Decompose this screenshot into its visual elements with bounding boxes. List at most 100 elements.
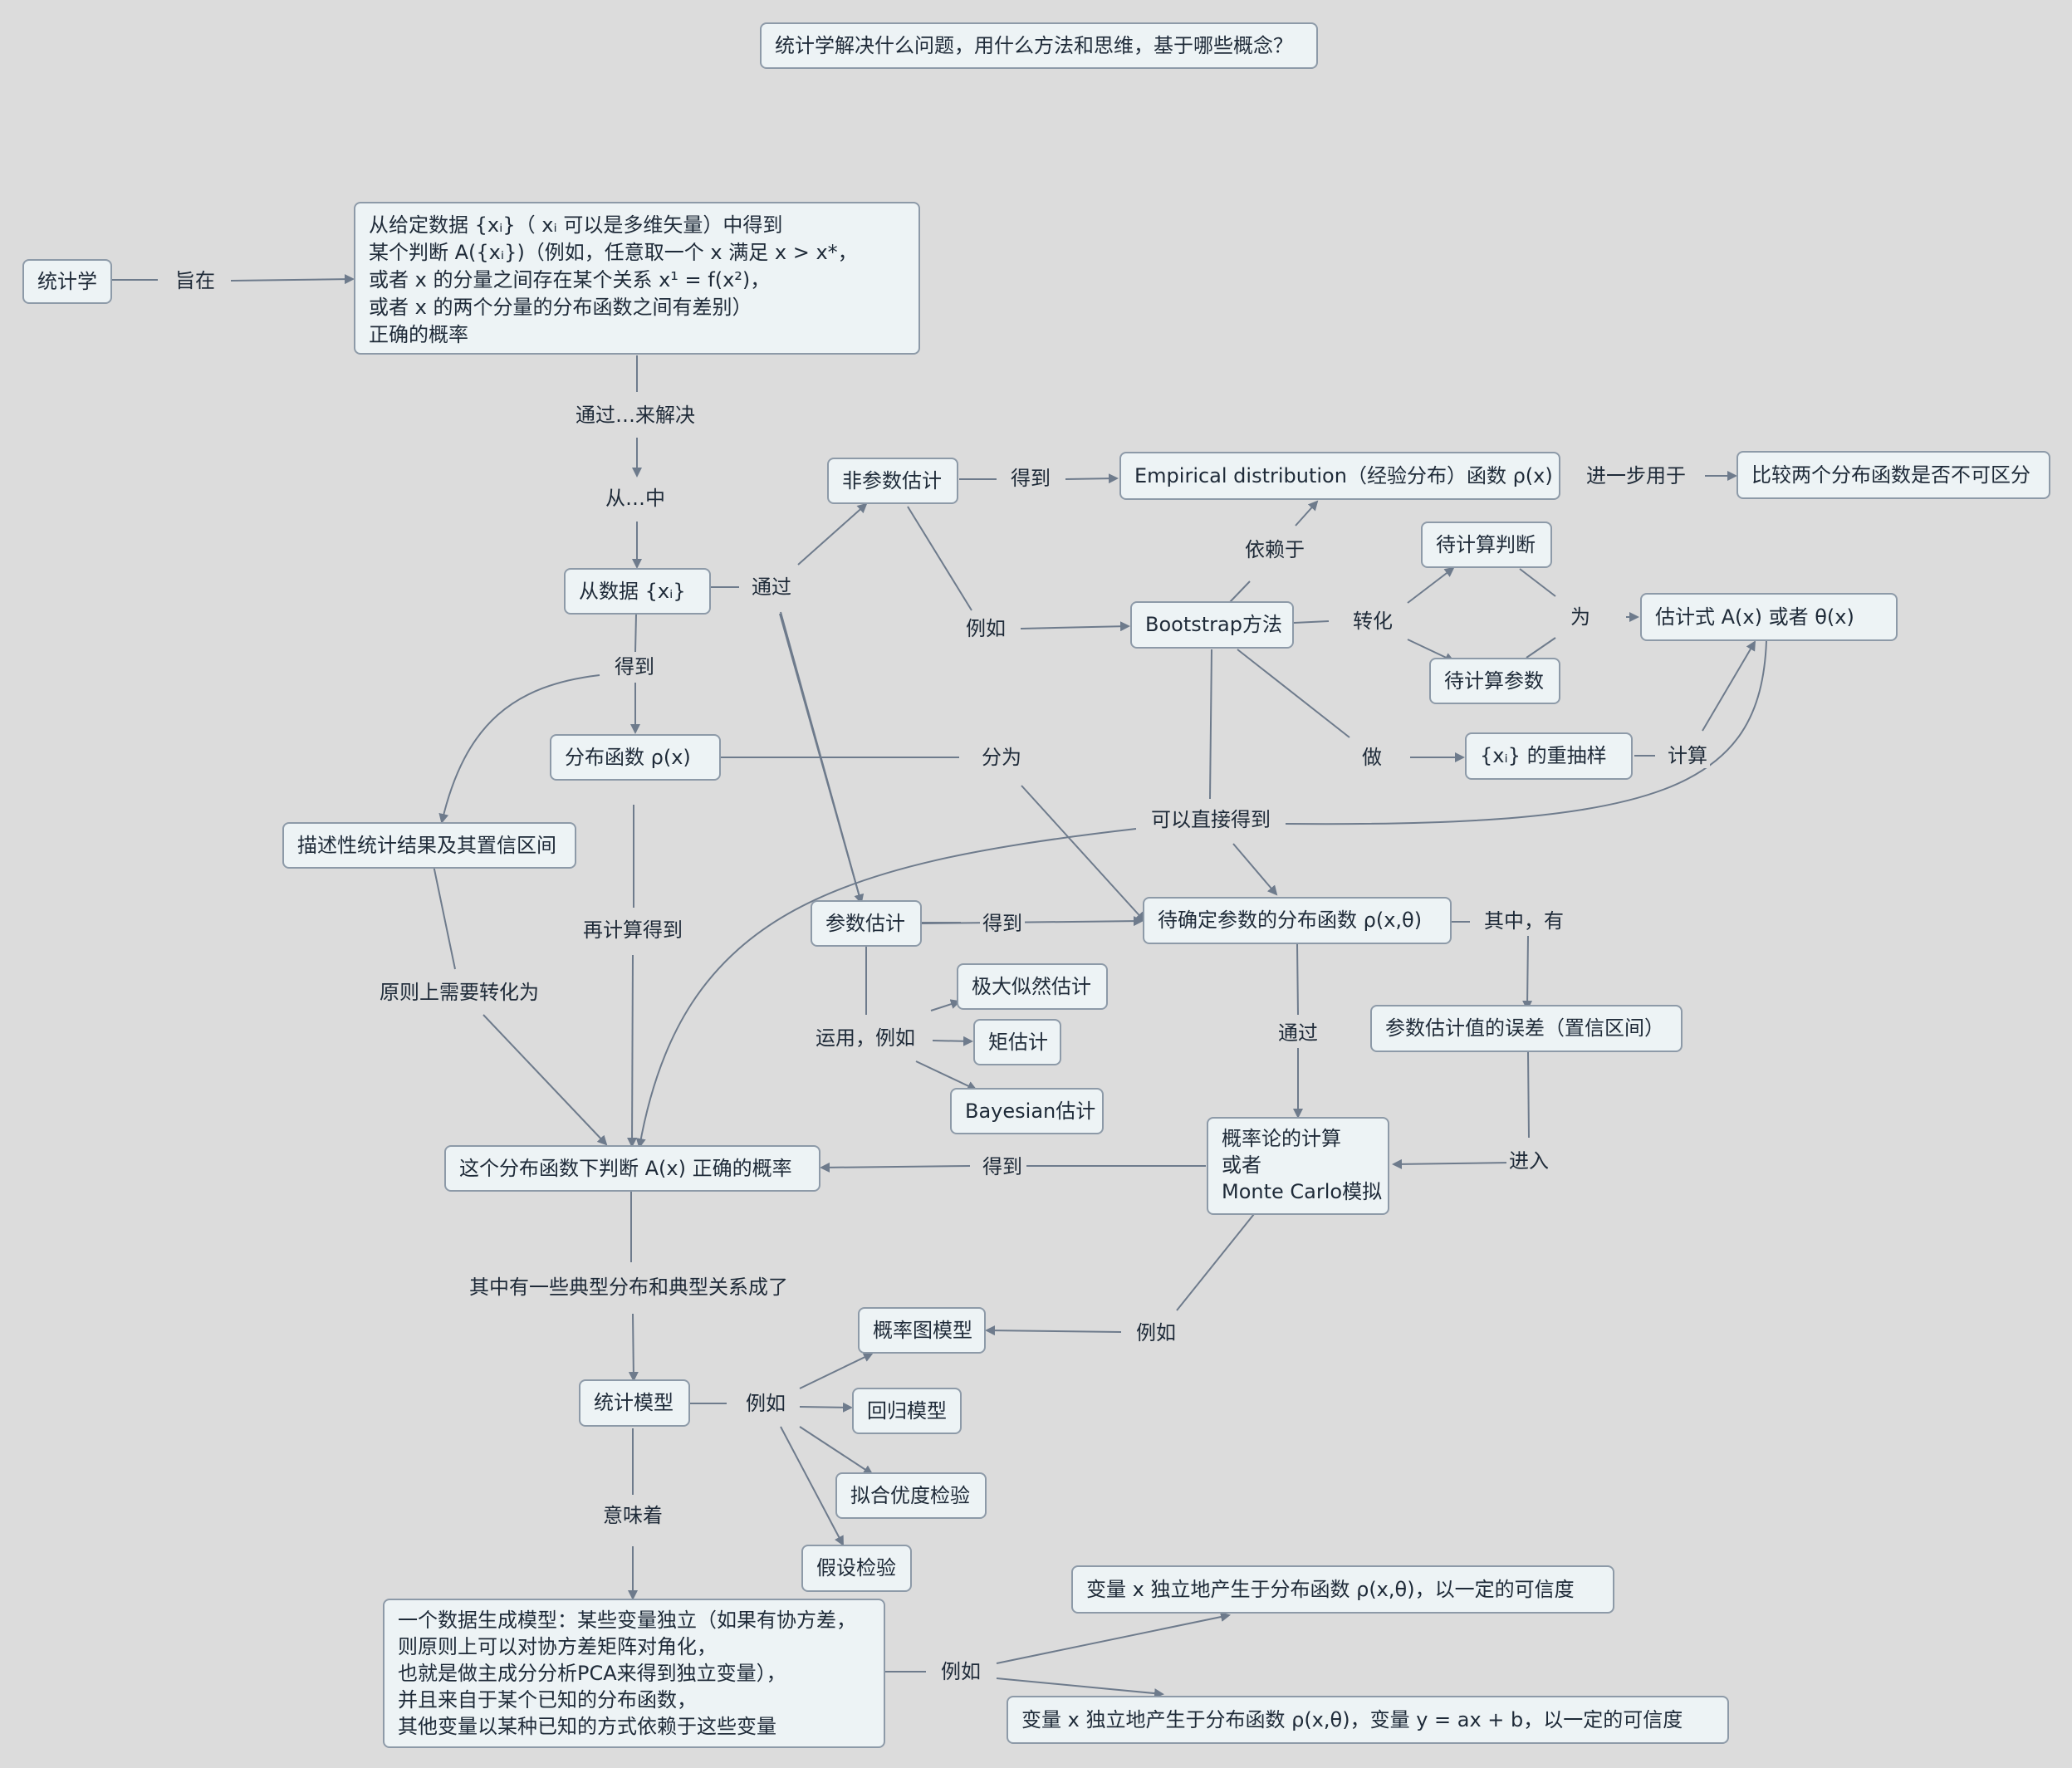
goal-line: 某个判断 A({xᵢ})（例如，任意取一个 x 满足 x > x*， [369, 241, 858, 264]
edge-arrow [915, 1060, 977, 1091]
edge-arrow [799, 1352, 874, 1389]
node-nonparametric: 非参数估计 [827, 458, 958, 504]
node-stat-model: 统计模型 [579, 1379, 690, 1427]
goal-line: 正确的概率 [369, 323, 468, 346]
edge-label-via2: 通过 [1276, 1021, 1320, 1046]
node-bayesian: Bayesian估计 [950, 1088, 1104, 1134]
node-empirical: Empirical distribution（经验分布）函数 ρ(x) [1119, 452, 1560, 500]
edge [634, 614, 637, 653]
edge [1519, 568, 1556, 597]
edge-label-as: 为 [1568, 605, 1593, 629]
node-probability-calc: 概率论的计算 或者 Monte Carlo模拟 [1207, 1117, 1389, 1215]
node-distribution: 分布函数 ρ(x) [550, 734, 721, 781]
edge-label-further: 进一步用于 [1584, 463, 1688, 488]
edge-arrow [1407, 639, 1455, 663]
edge-label-recompute: 再计算得到 [580, 918, 685, 943]
node-goodness: 拟合优度检验 [835, 1472, 987, 1519]
edge-label-example3: 例如 [743, 1391, 788, 1416]
node-generative: 一个数据生成模型：某些变量独立（如果有协方差， 则原则上可以对协方差矩阵对角化，… [383, 1599, 885, 1748]
diagram-title: 统计学解决什么问题，用什么方法和思维，基于哪些概念？ [760, 22, 1318, 69]
edge-arrow [627, 954, 638, 1148]
edge-arrow [1295, 500, 1319, 526]
edge-label-typical: 其中有一些典型分布和典型关系成了 [467, 1275, 791, 1300]
edge-label-get-empirical: 得到 [1008, 466, 1053, 491]
generative-line: 并且来自于某个已知的分布函数， [398, 1688, 697, 1712]
edge-arrow [1522, 935, 1533, 1011]
edge [1527, 1051, 1530, 1139]
edge [1296, 943, 1299, 1016]
generative-line: 也就是做主成分分析PCA来得到独立变量）， [398, 1662, 786, 1685]
prob-calc-line: 或者 [1222, 1153, 1261, 1177]
edge-arrow [985, 1325, 1122, 1336]
node-moment: 矩估计 [973, 1019, 1061, 1065]
node-from-data: 从数据 {xᵢ} [564, 568, 711, 615]
node-bootstrap: Bootstrap方法 [1130, 601, 1294, 649]
edge-arrow [1021, 785, 1146, 923]
node-judgment-prob: 这个分布函数下判断 A(x) 正确的概率 [444, 1145, 820, 1192]
node-parametric: 参数估计 [811, 900, 922, 947]
goal-line: 或者 x 的分量之间存在某个关系 x¹ = f(x²)， [369, 268, 771, 291]
edge [1228, 580, 1251, 604]
edge [1293, 620, 1330, 624]
edge [1285, 640, 1767, 825]
edge [1209, 649, 1212, 800]
edge-arrow [438, 674, 600, 824]
node-param-dist: 待确定参数的分布函数 ρ(x,θ) [1143, 897, 1452, 944]
node-example2: 变量 x 独立地产生于分布函数 ρ(x,θ)，变量 y = ax + b，以一定… [1007, 1696, 1729, 1744]
edge-label-convert: 转化 [1350, 609, 1395, 634]
node-example1: 变量 x 独立地产生于分布函数 ρ(x,θ)，以一定的可信度 [1071, 1565, 1614, 1614]
edge-arrow [482, 1014, 608, 1146]
edge-label-in-principle: 原则上需要转化为 [377, 980, 541, 1005]
generative-line: 其他变量以某种已知的方式依赖于这些变量 [398, 1715, 776, 1738]
edge-arrow [1020, 621, 1130, 632]
edge [1237, 649, 1350, 738]
edge-arrow [1232, 843, 1278, 896]
edge [907, 506, 972, 611]
prob-calc-line: 概率论的计算 [1222, 1127, 1341, 1150]
node-regression: 回归模型 [852, 1388, 962, 1434]
edge-label-divide: 分为 [979, 745, 1024, 770]
edge-label-do: 做 [1359, 745, 1384, 770]
node-goal: 从给定数据 {xᵢ}（ xᵢ 可以是多维矢量）中得到 某个判断 A({xᵢ})（… [354, 202, 920, 355]
goal-line: 从给定数据 {xᵢ}（ xᵢ 可以是多维矢量）中得到 [369, 213, 783, 237]
node-graphical: 概率图模型 [858, 1307, 986, 1354]
node-mle: 极大似然估计 [957, 963, 1108, 1010]
node-descriptive: 描述性统计结果及其置信区间 [282, 822, 576, 869]
edge-arrow [628, 1313, 639, 1382]
prob-calc-line: Monte Carlo模拟 [1222, 1180, 1383, 1203]
edge [1176, 1213, 1255, 1311]
edge-arrow [996, 1612, 1231, 1664]
edge-label-aim: 旨在 [173, 268, 218, 293]
edge [779, 613, 862, 904]
edge-label-direct: 可以直接得到 [1149, 807, 1273, 832]
edge-label-get-param: 得到 [980, 911, 1025, 936]
edge-arrow [230, 274, 355, 285]
edge-arrow [1702, 640, 1756, 732]
generative-line: 一个数据生成模型：某些变量独立（如果有协方差， [398, 1609, 856, 1632]
edge [433, 864, 456, 970]
edge-arrow [780, 1426, 844, 1546]
node-compare: 比较两个分布函数是否不可区分 [1736, 451, 2050, 499]
goal-line: 或者 x 的两个分量的分布函数之间有差别） [369, 296, 752, 319]
edge-label-example4: 例如 [938, 1659, 983, 1684]
edge-label-depends: 依赖于 [1242, 537, 1307, 562]
node-resample: {xᵢ} 的重抽样 [1465, 732, 1633, 780]
edge-label-get: 得到 [612, 654, 657, 679]
edge-label-example2: 例如 [1134, 1320, 1178, 1345]
edge-arrow [820, 1162, 971, 1173]
edge-label-solve-by: 通过…来解决 [573, 403, 698, 428]
edge-arrow [1407, 566, 1455, 604]
node-hypothesis: 假设检验 [801, 1545, 912, 1592]
edge-arrow [799, 1426, 874, 1476]
edge-label-example: 例如 [963, 616, 1008, 641]
edge-arrow [1065, 473, 1119, 484]
edge-label-get-prob: 得到 [980, 1154, 1025, 1179]
edge-arrow [797, 502, 868, 566]
edge-label-among: 其中，有 [1482, 908, 1566, 933]
node-param-error: 参数估计值的误差（置信区间） [1370, 1005, 1683, 1052]
edge-label-means: 意味着 [600, 1503, 665, 1528]
edge-label-from-in: 从…中 [603, 486, 668, 511]
node-estimator: 估计式 A(x) 或者 θ(x) [1640, 593, 1898, 641]
edge-label-via: 通过 [749, 575, 794, 600]
